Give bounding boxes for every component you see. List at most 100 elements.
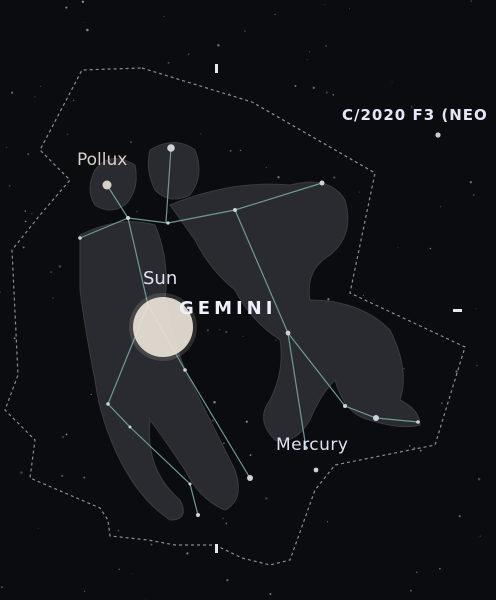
background-star [441, 402, 443, 404]
background-star [332, 93, 335, 96]
background-star [261, 565, 263, 567]
background-star [324, 4, 326, 6]
background-star [265, 166, 268, 169]
background-star [274, 13, 276, 16]
background-star [325, 91, 328, 94]
background-star [269, 593, 272, 595]
background-star [27, 153, 30, 155]
background-star [473, 194, 475, 196]
background-star [308, 51, 311, 53]
background-star [249, 454, 252, 457]
background-star [326, 521, 329, 523]
mercury-object[interactable] [313, 467, 319, 473]
background-star [275, 339, 277, 341]
background-star [211, 419, 214, 422]
background-star [61, 435, 65, 439]
gemini-figure-artwork [79, 142, 421, 521]
background-star [39, 85, 42, 87]
background-star [475, 308, 477, 310]
background-star [50, 271, 53, 274]
comet-label[interactable]: C/2020 F3 (NEO [342, 106, 488, 124]
background-star [145, 598, 147, 600]
background-star [244, 30, 246, 32]
background-star [217, 44, 220, 47]
background-star [443, 340, 444, 342]
background-star [265, 497, 268, 500]
background-star [131, 573, 133, 575]
background-star [408, 445, 411, 447]
sun-glow [129, 293, 197, 361]
background-star [439, 206, 442, 208]
pollux-label[interactable]: Pollux [77, 150, 128, 170]
background-star [200, 133, 202, 135]
background-star [439, 568, 441, 570]
constellation-boundary [4, 67, 466, 566]
background-star [348, 8, 350, 10]
background-star [239, 149, 242, 152]
sun-label[interactable]: Sun [143, 268, 178, 289]
background-star [476, 364, 478, 367]
background-star [55, 196, 57, 198]
background-star [31, 212, 33, 215]
background-star [397, 246, 399, 248]
background-star [90, 393, 92, 396]
background-star [72, 99, 75, 102]
background-star [24, 220, 27, 223]
background-star [66, 133, 69, 136]
background-star [60, 474, 64, 478]
background-star [225, 330, 228, 334]
background-star [225, 522, 228, 525]
background-star [391, 81, 393, 83]
mercury-label[interactable]: Mercury [276, 435, 349, 455]
background-star [117, 529, 120, 532]
background-star [118, 568, 120, 570]
background-star [325, 45, 327, 47]
sun-object[interactable] [133, 297, 193, 357]
background-star [81, 0, 85, 3]
background-star [37, 528, 39, 530]
background-star [163, 16, 165, 17]
background-star [362, 294, 364, 296]
background-star [277, 176, 280, 179]
background-star [219, 303, 221, 305]
background-star [0, 586, 3, 589]
background-star [245, 420, 248, 423]
background-star [206, 329, 209, 332]
background-star [429, 247, 432, 250]
background-star [13, 337, 16, 340]
background-star [419, 449, 422, 452]
background-star [223, 442, 225, 444]
background-star [416, 571, 418, 574]
background-star [65, 433, 68, 436]
background-star [22, 246, 25, 249]
background-star [242, 336, 244, 337]
background-star [83, 590, 86, 593]
background-star [83, 21, 85, 23]
background-star [403, 367, 405, 370]
top-tick-marker [215, 64, 218, 73]
background-star [458, 515, 461, 518]
background-star [150, 543, 153, 546]
constellation-label[interactable]: GEMINI [179, 298, 277, 319]
background-star [65, 6, 68, 9]
background-star [52, 297, 54, 299]
background-star [129, 140, 133, 144]
comet-object[interactable] [435, 132, 441, 138]
background-star [455, 370, 458, 373]
background-star [186, 552, 189, 555]
background-star [8, 184, 11, 187]
background-star [86, 28, 89, 32]
background-star [226, 579, 229, 582]
background-star [470, 0, 472, 2]
background-star [167, 61, 170, 64]
background-star [219, 329, 221, 331]
background-star [34, 96, 36, 98]
background-star [469, 181, 472, 184]
constellation-stars [78, 144, 420, 517]
background-star [479, 535, 481, 537]
background-star [229, 149, 232, 152]
background-star [83, 476, 86, 479]
background-star [20, 471, 23, 474]
background-star [11, 91, 14, 94]
